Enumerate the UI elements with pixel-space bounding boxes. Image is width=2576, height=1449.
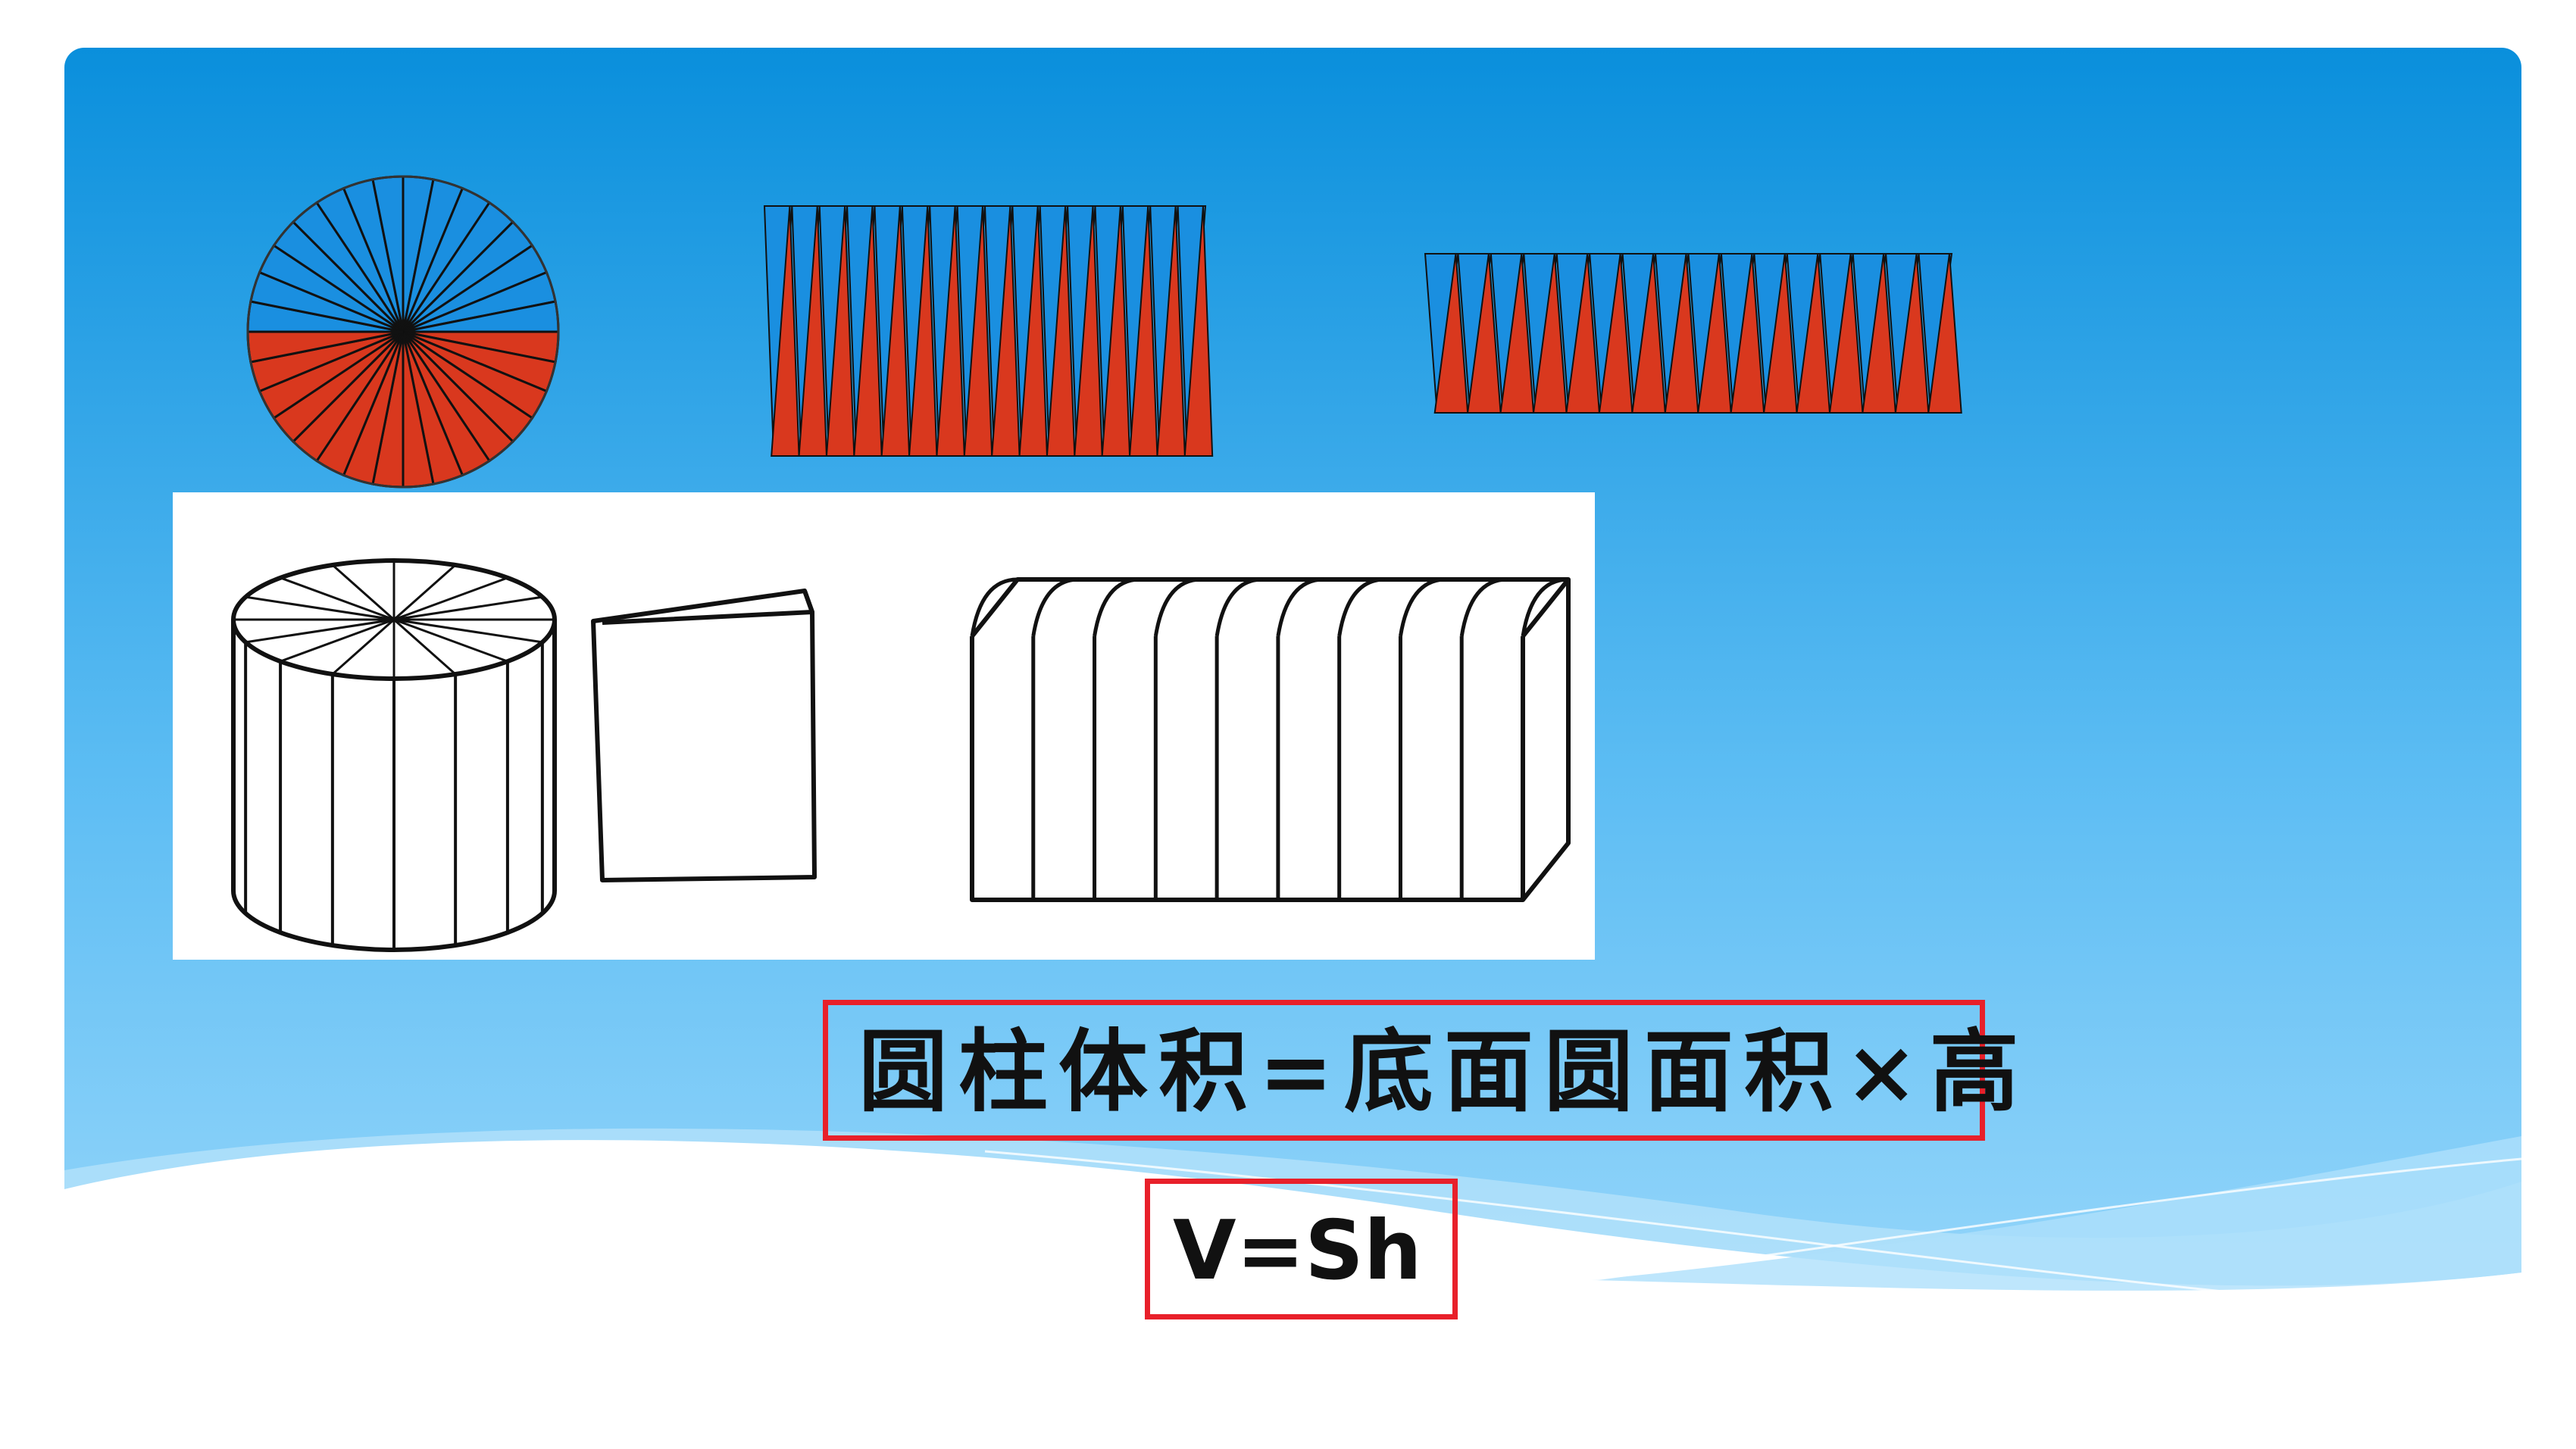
circle-outline (246, 175, 560, 489)
red-sector-tooth (1862, 253, 1896, 414)
single-slice-slab (591, 589, 817, 882)
red-sector-tooth (936, 205, 965, 457)
prism-top-curve (1215, 577, 1263, 637)
cylinder-top-cut (245, 618, 395, 644)
prism-top-curve (1459, 577, 1508, 637)
red-sector-tooth (1598, 253, 1633, 414)
red-sector-tooth (1730, 253, 1765, 414)
red-sector-tooth (1101, 205, 1131, 457)
rearranged-prism (970, 577, 1571, 902)
cylinder-top-cut (393, 564, 457, 621)
slab-top-edge (602, 589, 814, 625)
red-sector-tooth (908, 205, 938, 457)
red-sector-tooth (1927, 253, 1962, 414)
cylinder-top-cut (393, 576, 508, 621)
slab-body (591, 589, 817, 882)
wave-white (0, 1140, 2521, 1449)
red-sector-tooth (1128, 205, 1158, 457)
prism-top-curve (970, 577, 1018, 637)
prism-top-curve (1153, 577, 1202, 637)
red-sector-tooth (853, 205, 883, 457)
red-sector-tooth (1762, 253, 1798, 414)
red-sector-tooth (1565, 253, 1600, 414)
prism-top-curve (1031, 577, 1079, 637)
wave-light-2 (1591, 1136, 2521, 1291)
red-sector-tooth (963, 205, 993, 457)
cylinder-top-cut (393, 618, 508, 663)
red-sector-tooth (771, 205, 800, 457)
prism-top-curve (1521, 577, 1569, 637)
cylinder-top-cut (393, 618, 457, 676)
prism-side-face (1521, 577, 1571, 901)
red-sector-tooth (1697, 253, 1732, 414)
red-sector-tooth (991, 205, 1021, 457)
formula-symbolic: V=Sh (1173, 1204, 1422, 1298)
red-sector-tooth (1631, 253, 1666, 414)
red-sector-tooth (880, 205, 911, 457)
wave-line-2 (1590, 1157, 2522, 1282)
red-sector-tooth (1664, 253, 1699, 414)
cylinder-top-cut (280, 576, 395, 621)
formula-box-words: 圆柱体积=底面圆面积×高 (823, 1000, 2019, 1141)
cylinder-top-cut (393, 595, 543, 621)
red-sector-tooth (1532, 253, 1568, 414)
prism-top-curve (1337, 577, 1385, 637)
red-sector-tooth (1467, 253, 1502, 414)
red-sector-tooth (1796, 253, 1831, 414)
prism-front-outline (970, 636, 1525, 902)
red-sector-tooth (1018, 205, 1048, 457)
red-sector-tooth (1156, 205, 1186, 457)
formula-box-symbolic: V=Sh (1145, 1179, 1458, 1319)
red-sector-tooth (1828, 253, 1864, 414)
prism-top-curve (1276, 577, 1324, 637)
red-sector-tooth (1499, 253, 1535, 414)
red-sector-tooth (825, 205, 855, 457)
wave-line-1 (984, 1150, 2349, 1304)
rearranged-sector-strip (1424, 253, 1962, 414)
prism-top-curve (1398, 577, 1446, 637)
prism-top-curve (1093, 577, 1140, 637)
sliced-cylinder (231, 558, 557, 952)
red-sector-tooth (1894, 253, 1930, 414)
divided-circle (246, 175, 560, 489)
cylinder-top-cut (280, 618, 395, 663)
interleaved-sector-strip (763, 205, 1214, 457)
red-sector-tooth (798, 205, 827, 457)
cylinder-top-cut (245, 595, 395, 621)
red-sector-tooth (1074, 205, 1103, 457)
red-sector-tooth (1183, 205, 1214, 457)
formula-words: 圆柱体积=底面圆面积×高 (858, 1019, 2030, 1124)
cylinder-top-cut (331, 618, 395, 676)
cylinder-top-cut (393, 618, 543, 644)
cylinder-top-cut (331, 564, 395, 621)
red-sector-tooth (1433, 253, 1469, 414)
red-sector-tooth (1046, 205, 1076, 457)
